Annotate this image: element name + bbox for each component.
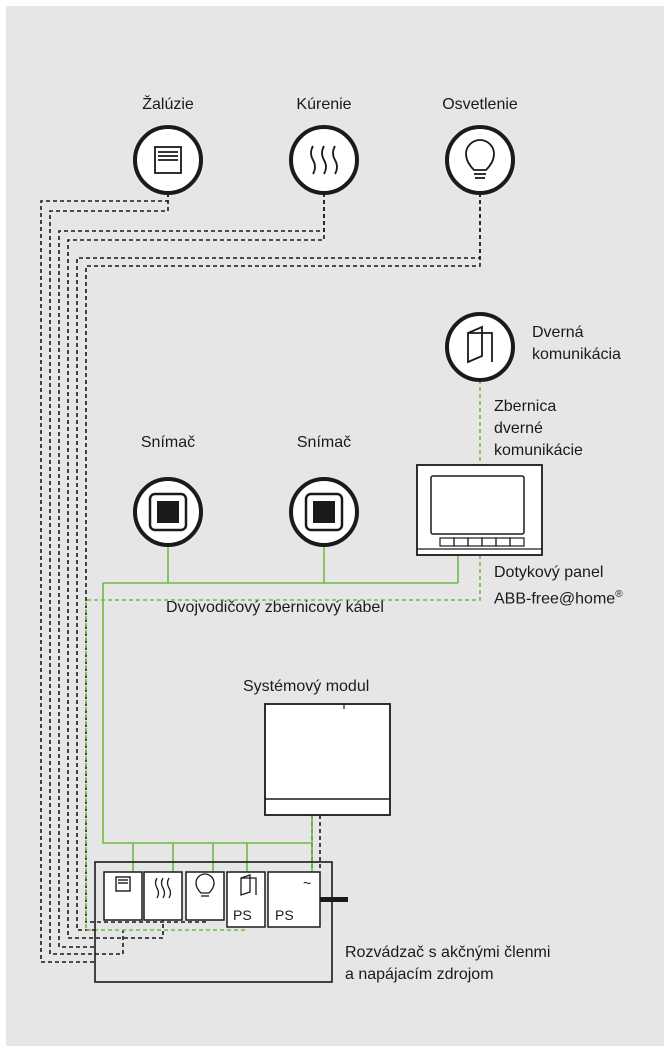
heating-device bbox=[289, 125, 359, 195]
two-wire-cable-label: Dvojvodičový zbernicový kábel bbox=[166, 599, 384, 616]
lightbulb-icon bbox=[195, 873, 215, 897]
two-wire-bus bbox=[102, 545, 459, 872]
blinds-wire bbox=[40, 193, 169, 963]
door-bus-label-line3: komunikácie bbox=[494, 442, 583, 459]
door-label-line1: Dverná bbox=[532, 324, 584, 341]
blinds-icon bbox=[115, 876, 131, 892]
registered-mark: ® bbox=[615, 589, 623, 600]
ac-symbol: ~ bbox=[303, 875, 311, 891]
blinds-actuator bbox=[103, 871, 143, 921]
main-power-supply bbox=[267, 871, 321, 928]
heating-actuator bbox=[143, 871, 183, 921]
bus-riser bbox=[102, 583, 313, 844]
sensor1-device bbox=[133, 477, 203, 547]
heating-wire bbox=[58, 193, 325, 948]
door-icon bbox=[240, 874, 257, 896]
sensor1-label: Snímač bbox=[140, 434, 196, 451]
mains-connector bbox=[320, 897, 348, 902]
sensor-icon bbox=[148, 492, 188, 532]
lightbulb-icon bbox=[465, 139, 495, 179]
sensor2-label: Snímač bbox=[296, 434, 352, 451]
lighting-wire-return bbox=[85, 193, 481, 923]
heating-label: Kúrenie bbox=[296, 96, 352, 113]
sensor2-device bbox=[289, 477, 359, 547]
blinds-label: Žalúzie bbox=[142, 96, 194, 113]
distribution-board-label-line1: Rozvádzač s akčnými členmi bbox=[345, 944, 551, 961]
door-bus-label-line2: dverné bbox=[494, 420, 543, 437]
blinds-device bbox=[133, 125, 203, 195]
door-icon bbox=[467, 325, 493, 364]
sensor-icon bbox=[304, 492, 344, 532]
lighting-device bbox=[445, 125, 515, 195]
touch-panel-buttons bbox=[439, 537, 525, 547]
touch-panel-device bbox=[416, 464, 543, 556]
door-label-line2: komunikácia bbox=[532, 346, 621, 363]
heating-icon bbox=[310, 145, 338, 175]
heating-wire-return bbox=[67, 193, 325, 939]
touch-panel-label-text: ABB-free@home bbox=[494, 590, 616, 608]
distribution-board-label-line2: a napájacím zdrojom bbox=[345, 966, 494, 983]
main-ps-label: PS bbox=[275, 907, 294, 923]
system-module-device bbox=[264, 703, 391, 816]
blinds-wire-return bbox=[49, 193, 169, 955]
device-wires bbox=[40, 193, 481, 963]
touch-panel-label-line2: ABB-free@home® bbox=[494, 584, 623, 609]
door-device bbox=[445, 312, 515, 382]
touch-panel-label-line1: Dotykový panel bbox=[494, 564, 604, 581]
distribution-board-frame bbox=[94, 861, 333, 983]
heating-icon bbox=[154, 877, 172, 899]
lighting-label: Osvetlenie bbox=[442, 96, 518, 113]
blinds-icon bbox=[154, 146, 182, 174]
door-power-supply bbox=[226, 871, 266, 928]
door-bus-label-line1: Zbernica bbox=[494, 398, 557, 415]
distribution-board: PS PS ~ bbox=[94, 861, 348, 983]
door-ps-label: PS bbox=[233, 907, 252, 923]
system-module-label: Systémový modul bbox=[243, 678, 370, 695]
